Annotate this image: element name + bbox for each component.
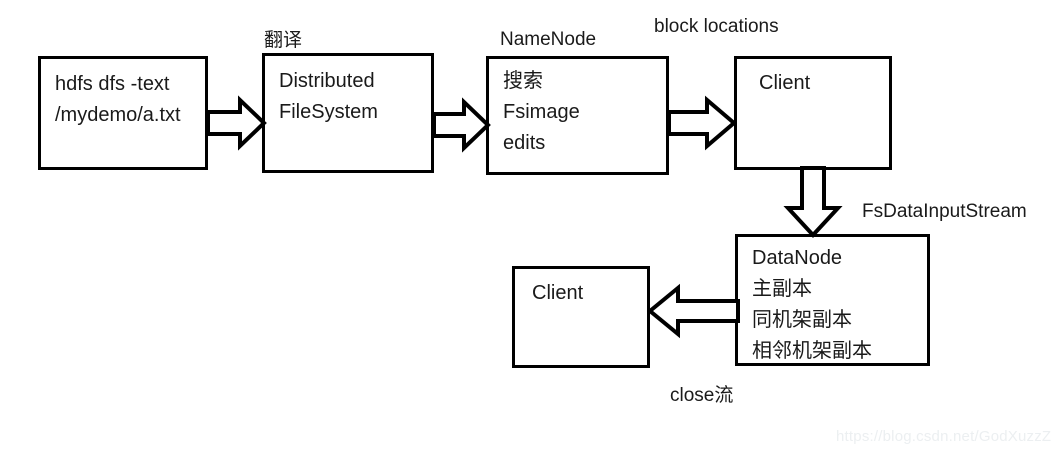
command-box: hdfs dfs -text /mydemo/a.txt — [38, 56, 208, 170]
datanode-box-line-4: 相邻机架副本 — [752, 340, 872, 362]
command-box-line-2: /mydemo/a.txt — [55, 104, 181, 126]
client-bottom-box-line-1: Client — [532, 282, 584, 304]
namenode-box-line-2: Fsimage — [503, 101, 580, 123]
arrow-client-to-datanode — [783, 166, 843, 238]
datanode-box-line-1: DataNode — [752, 247, 843, 269]
watermark: https://blog.csdn.net/GodXuzzZ — [836, 428, 1052, 445]
arrow-dfs-to-namenode — [432, 97, 491, 153]
client-bottom-box: Client — [512, 266, 650, 368]
namenode-caption: NameNode — [500, 29, 597, 50]
client-top-box: Client — [734, 56, 892, 170]
namenode-box-line-3: edits — [503, 132, 546, 154]
dfs-box-line-2: FileSystem — [279, 101, 378, 123]
datanode-box-line-2: 主副本 — [752, 278, 812, 300]
dfs-box-line-1: Distributed — [279, 70, 375, 92]
fsdatainputstream-caption: FsDataInputStream — [862, 201, 1027, 222]
arrow-command-to-dfs — [206, 95, 267, 151]
datanode-box: DataNode 主副本 同机架副本 相邻机架副本 — [735, 234, 930, 366]
translate-caption: 翻译 — [264, 30, 303, 51]
arrow-datanode-to-client — [646, 283, 740, 339]
datanode-box-line-3: 同机架副本 — [752, 309, 852, 331]
command-box-line-1: hdfs dfs -text — [55, 73, 170, 95]
block-locations-caption: block locations — [654, 16, 779, 37]
namenode-box: 搜索 Fsimage edits — [486, 56, 669, 175]
arrow-namenode-to-client — [667, 95, 738, 151]
namenode-box-line-1: 搜索 — [503, 70, 543, 92]
client-top-box-line-1: Client — [759, 72, 811, 94]
close-stream-caption: close流 — [670, 385, 734, 406]
distributed-filesystem-box: Distributed FileSystem — [262, 53, 434, 173]
